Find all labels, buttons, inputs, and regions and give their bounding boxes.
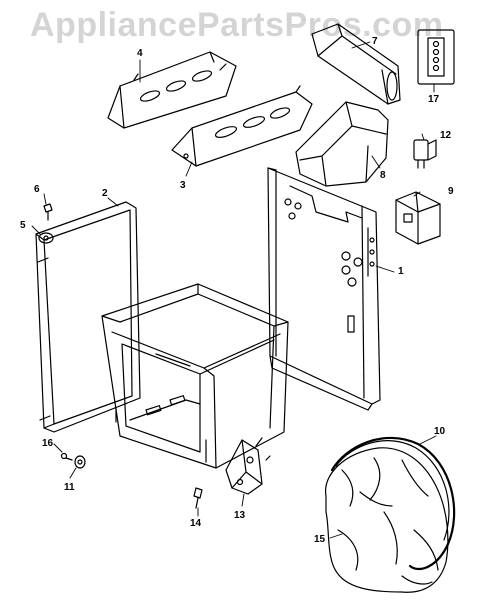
callout-3: 3 bbox=[180, 180, 186, 191]
callout-2: 2 bbox=[102, 188, 108, 199]
callout-10: 10 bbox=[434, 426, 446, 437]
part-3-bracket bbox=[171, 85, 313, 167]
callout-14: 14 bbox=[190, 518, 202, 529]
part-1-panel bbox=[267, 167, 381, 411]
callout-17: 17 bbox=[428, 94, 440, 105]
callout-6: 6 bbox=[34, 184, 40, 195]
part-9-box bbox=[395, 191, 441, 245]
part-15-insulation bbox=[325, 447, 449, 593]
part-13-hinge bbox=[225, 437, 271, 495]
part-17-terminal bbox=[417, 29, 455, 85]
part-11-bushing bbox=[74, 455, 86, 469]
callout-5: 5 bbox=[20, 220, 26, 231]
part-7-vent bbox=[311, 23, 401, 105]
part-8-duct bbox=[295, 101, 389, 187]
part-12-switch bbox=[413, 139, 437, 169]
callout-12: 12 bbox=[440, 130, 452, 141]
part-10-gasket bbox=[330, 436, 456, 571]
callouts: 4 7 17 12 8 9 1 3 2 6 5 10 16 11 13 14 1… bbox=[20, 36, 454, 545]
callout-13: 13 bbox=[234, 510, 246, 521]
callout-15: 15 bbox=[314, 534, 326, 545]
callout-16: 16 bbox=[42, 438, 54, 449]
callout-4: 4 bbox=[137, 48, 143, 59]
callout-11: 11 bbox=[64, 482, 75, 493]
part-2-frame bbox=[35, 201, 141, 433]
part-5-clip bbox=[38, 232, 54, 244]
part-16-screw bbox=[60, 452, 73, 461]
oven-cavity bbox=[101, 283, 289, 469]
part-14-pin bbox=[193, 487, 203, 509]
callout-7: 7 bbox=[372, 36, 378, 47]
part-4-bracket bbox=[107, 51, 237, 129]
watermark: AppliancePartsPros.com bbox=[30, 6, 444, 44]
leader-lines bbox=[31, 41, 437, 539]
part-6-screw bbox=[43, 203, 53, 221]
callout-8: 8 bbox=[380, 170, 386, 181]
callout-9: 9 bbox=[448, 186, 454, 197]
callout-1: 1 bbox=[398, 266, 404, 277]
